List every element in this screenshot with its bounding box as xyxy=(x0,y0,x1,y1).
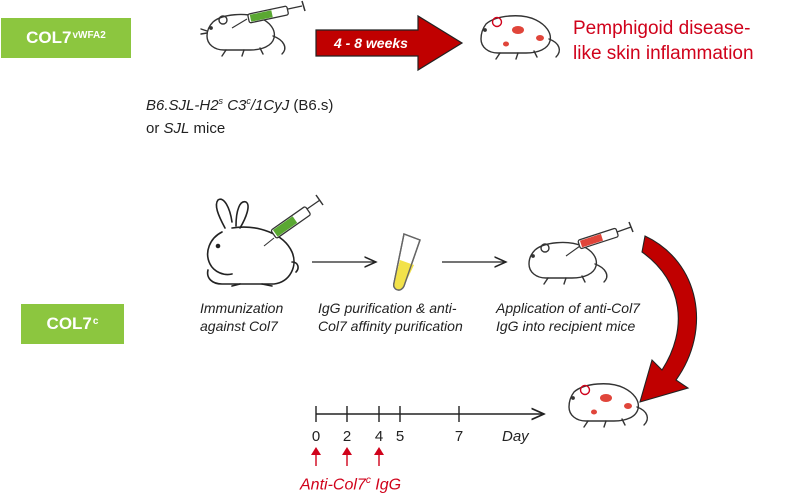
model-tag-sup: c xyxy=(92,315,99,327)
curved-red-arrow xyxy=(639,235,697,403)
caption-line: Application of anti-Col7 xyxy=(496,300,640,316)
caption-line: IgG into recipient mice xyxy=(496,318,636,334)
caption-line: Immunization xyxy=(200,300,284,316)
strain-sup: s xyxy=(218,96,224,106)
mouse-icon xyxy=(200,13,286,57)
timeline-tick-label: 5 xyxy=(396,428,404,445)
strain-line-1: B6.SJL-H2s C3c/1CyJ (B6.s) xyxy=(146,90,333,117)
mouse-strain-text: B6.SJL-H2s C3c/1CyJ (B6.s) or SJL mice xyxy=(146,90,333,140)
timeline: 0 2 4 5 7 Day xyxy=(312,406,544,445)
model-tag-text: COL7 xyxy=(26,28,72,47)
strain-name: SJL xyxy=(163,120,190,137)
injection-arrow-head xyxy=(342,447,352,455)
timeline-unit: Day xyxy=(502,428,530,445)
timeline-tick-label: 0 xyxy=(312,428,320,445)
outcome-line: Pemphigoid disease- xyxy=(573,18,751,39)
strain-or: or xyxy=(146,120,164,137)
model-tag-text: COL7 xyxy=(46,314,92,333)
syringe-icon xyxy=(565,221,634,257)
injection-label-text: IgG xyxy=(370,476,402,494)
strain-name: B6.SJL-H2 xyxy=(146,97,219,114)
model-tag-sup: vWFA2 xyxy=(72,29,106,41)
outcome-line: like skin inflammation xyxy=(573,43,754,64)
syringe-icon xyxy=(231,0,306,29)
diseased-mouse-icon xyxy=(480,15,561,60)
timeline-tick-label: 2 xyxy=(343,428,351,445)
strain-name: /1CyJ xyxy=(250,97,290,114)
outcome-text: Pemphigoid disease- like skin inflammati… xyxy=(573,16,754,66)
timeline-tick-label: 7 xyxy=(455,428,463,445)
mouse-icon xyxy=(528,241,608,285)
caption-line: IgG purification & anti- xyxy=(318,300,457,316)
injection-arrow-head xyxy=(374,447,384,455)
injection-label-sup: c xyxy=(365,475,371,486)
caption-line: Col7 affinity purification xyxy=(318,318,463,334)
step-caption-immunization: Immunization against Col7 xyxy=(200,299,283,335)
step-caption-purification: IgG purification & anti- Col7 affinity p… xyxy=(318,299,463,335)
rabbit-icon xyxy=(206,198,299,287)
step-caption-application: Application of anti-Col7 IgG into recipi… xyxy=(496,299,640,335)
injection-label: Anti-Col7c IgG xyxy=(300,471,401,494)
diseased-mouse-icon xyxy=(568,383,649,428)
caption-line: against Col7 xyxy=(200,318,278,334)
strain-abbrev: (B6.s) xyxy=(289,97,334,114)
strain-line-2: or SJL mice xyxy=(146,117,333,140)
duration-label: 4 - 8 weeks xyxy=(334,35,408,51)
injection-label-text: Anti-Col7 xyxy=(300,476,366,494)
duration-arrow xyxy=(315,14,464,72)
injection-arrows xyxy=(311,447,384,466)
timeline-tick-label: 4 xyxy=(375,428,383,445)
injection-arrow-head xyxy=(311,447,321,455)
test-tube-icon xyxy=(393,233,421,291)
strain-sup: c xyxy=(246,96,251,106)
strain-name: C3 xyxy=(223,97,247,114)
strain-mice: mice xyxy=(189,120,226,137)
syringe-icon xyxy=(263,194,324,247)
